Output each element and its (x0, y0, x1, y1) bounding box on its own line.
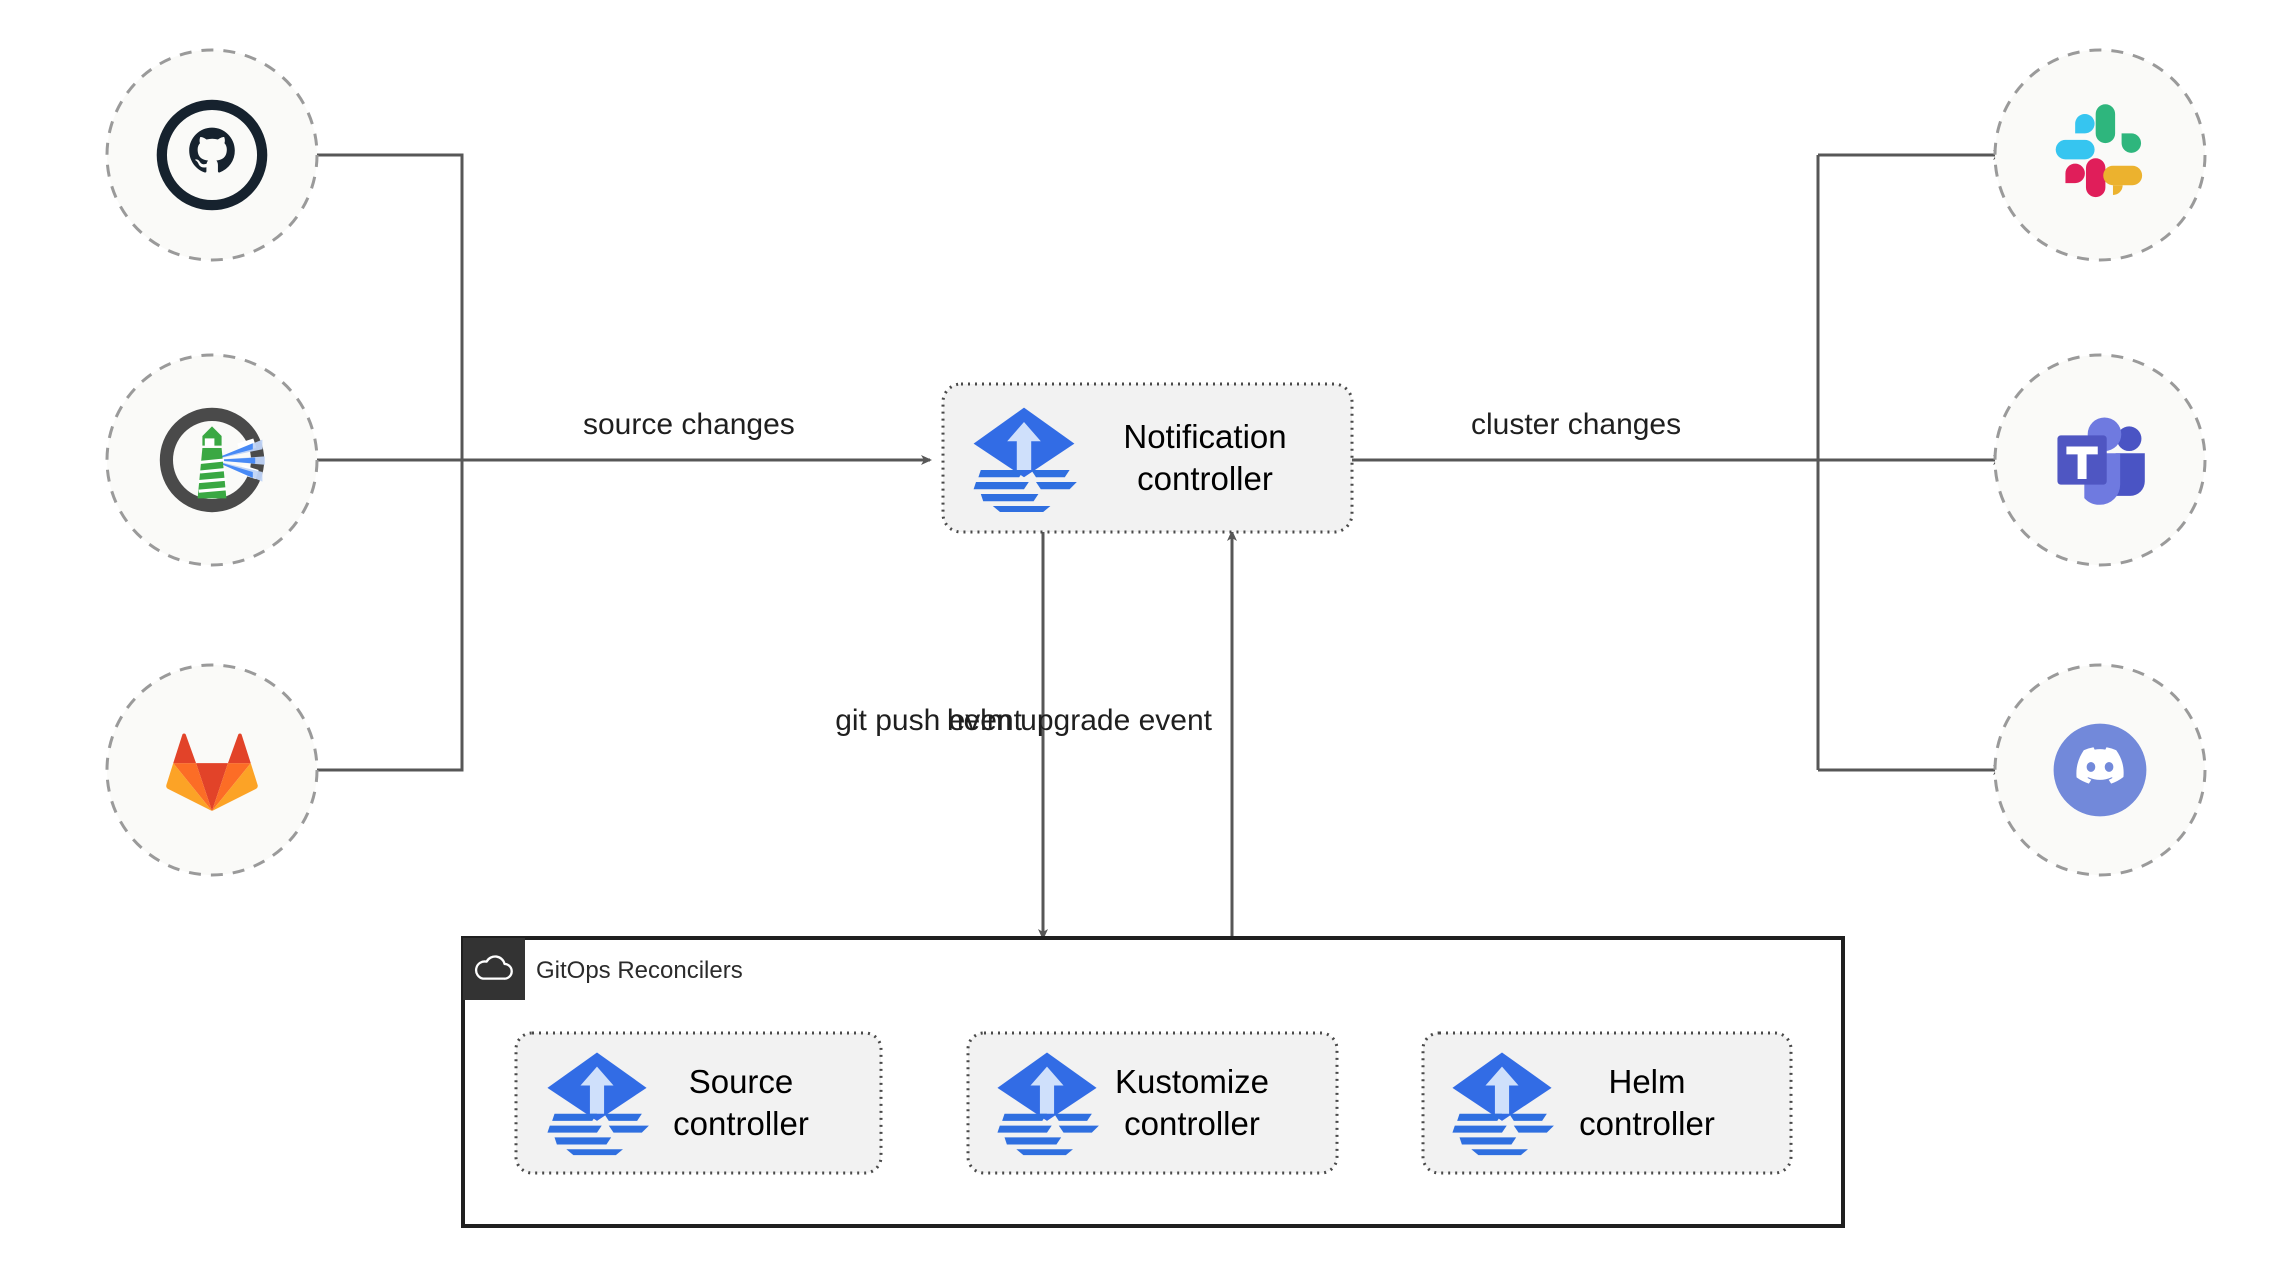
gitops-reconcilers-header-swatch (463, 938, 525, 1000)
source-node-gitlab[interactable] (105, 663, 319, 877)
source-node-flux[interactable] (105, 353, 319, 567)
reconciler-node-helm[interactable]: Helm controller (1421, 1031, 1793, 1175)
edge-label-cluster-changes: cluster changes (1471, 408, 1681, 441)
destination-node-slack[interactable] (1993, 48, 2207, 262)
github-node-circle (105, 48, 319, 262)
kustomize-controller-label-line2: controller (1124, 1105, 1260, 1142)
source-controller-label-line1: Source (689, 1063, 794, 1100)
edge-label-git-push-event: git push event (835, 704, 1022, 737)
helm-controller-label-line2: controller (1579, 1105, 1715, 1142)
discord-icon (2053, 723, 2147, 817)
reconciler-node-source[interactable]: Source controller (514, 1031, 883, 1175)
destination-nodes (1993, 48, 2207, 877)
edge-label-source-changes: source changes (583, 408, 795, 441)
notification-controller-node[interactable]: Notification controller (941, 382, 1354, 534)
slack-node-circle (1993, 48, 2207, 262)
kustomize-controller-label-line1: Kustomize (1115, 1063, 1269, 1100)
destination-node-discord[interactable] (1993, 663, 2207, 877)
edge-label-helm-upgrade-event: helm upgrade event (947, 704, 1213, 737)
helm-controller-label-line1: Helm (1608, 1063, 1685, 1100)
gitops-reconcilers-group: GitOps Reconcilers Source controller Kus… (461, 936, 1845, 1228)
reconciler-node-kustomize[interactable]: Kustomize controller (966, 1031, 1339, 1175)
destination-node-teams[interactable] (1993, 353, 2207, 567)
notification-controller-label-line2: controller (1137, 460, 1273, 497)
source-node-github[interactable] (105, 48, 319, 262)
gitops-reconcilers-label: GitOps Reconcilers (536, 957, 743, 984)
source-nodes (105, 48, 319, 877)
source-controller-label-line2: controller (673, 1105, 809, 1142)
notification-controller-label-line1: Notification (1123, 418, 1286, 455)
notification-controller-box (941, 382, 1354, 534)
